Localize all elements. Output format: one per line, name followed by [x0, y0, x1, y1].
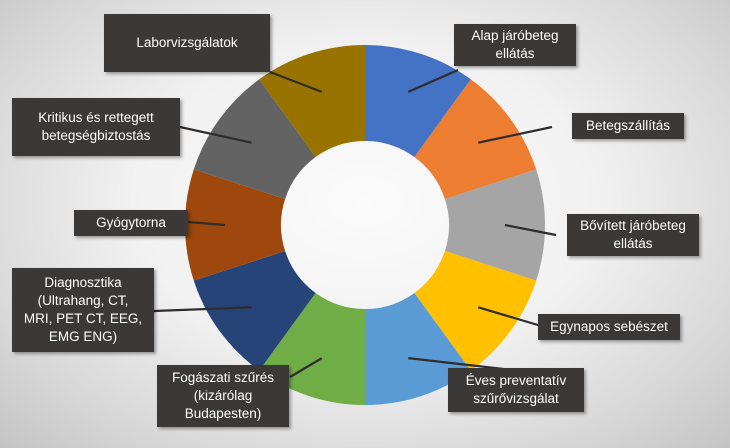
- data-label-egynapos-sebeszet: Egynapos sebészet: [538, 314, 680, 340]
- data-label-betegszallitas: Betegszállítás: [572, 113, 684, 139]
- data-label-fogaszati-szures: Fogászati szűrés (kizárólag Budapesten): [157, 365, 289, 427]
- leader-line-laborvizsgalatok: [269, 70, 323, 93]
- leader-line-diagnosztika: [153, 306, 252, 313]
- leader-line-betegszallitas: [478, 125, 553, 144]
- data-label-diagnosztika: Diagnosztika (Ultrahang, CT, MRI, PET CT…: [12, 268, 154, 352]
- leader-line-bovitett-jarobeteg: [504, 223, 557, 237]
- slice-laborvizsgalatok: [259, 45, 365, 158]
- leader-line-egynapos-sebeszet: [477, 306, 549, 330]
- slice-alap-jarobeteg: [365, 45, 471, 158]
- data-label-text: Bővített járóbeteg ellátás: [580, 218, 686, 251]
- data-label-eves-preventativ: Éves preventatív szűrővizsgálat: [448, 368, 584, 412]
- leader-line-fogaszati-szures: [289, 357, 323, 378]
- data-label-laborvizsgalatok: Laborvizsgálatok: [104, 14, 270, 72]
- data-label-text: Kritikus és rettegett betegségbiztostás: [38, 110, 154, 143]
- data-label-gyogytorna: Gyógytorna: [74, 210, 188, 236]
- data-label-text: Éves preventatív szűrővizsgálat: [465, 373, 567, 406]
- leader-line-gyogytorna: [187, 220, 226, 227]
- data-label-text: Egynapos sebészet: [550, 319, 668, 334]
- data-label-text: Diagnosztika (Ultrahang, CT, MRI, PET CT…: [23, 275, 143, 344]
- slice-gyogytorna: [185, 169, 286, 281]
- slice-bovitett-jarobeteg: [444, 169, 546, 281]
- slice-diagnosztika: [193, 250, 316, 371]
- slice-eves-preventativ: [365, 292, 471, 405]
- leader-line-alap-jarobeteg: [407, 68, 459, 93]
- slice-betegszallitas: [414, 79, 537, 200]
- data-label-alap-jarobeteg: Alap járóbeteg ellátás: [454, 24, 576, 66]
- slice-egynapos-sebeszet: [414, 250, 537, 371]
- data-label-bovitett-jarobeteg: Bővített járóbeteg ellátás: [567, 214, 699, 256]
- slice-kritikus-betegseg: [193, 79, 316, 200]
- data-label-text: Gyógytorna: [96, 215, 166, 230]
- data-label-text: Alap járóbeteg ellátás: [471, 28, 559, 61]
- data-label-text: Fogászati szűrés (kizárólag Budapesten): [171, 370, 275, 421]
- data-label-text: Laborvizsgálatok: [136, 35, 238, 50]
- leader-line-kritikus-betegseg: [179, 125, 252, 144]
- data-label-kritikus-betegseg: Kritikus és rettegett betegségbiztostás: [12, 98, 180, 156]
- data-label-text: Betegszállítás: [585, 118, 671, 133]
